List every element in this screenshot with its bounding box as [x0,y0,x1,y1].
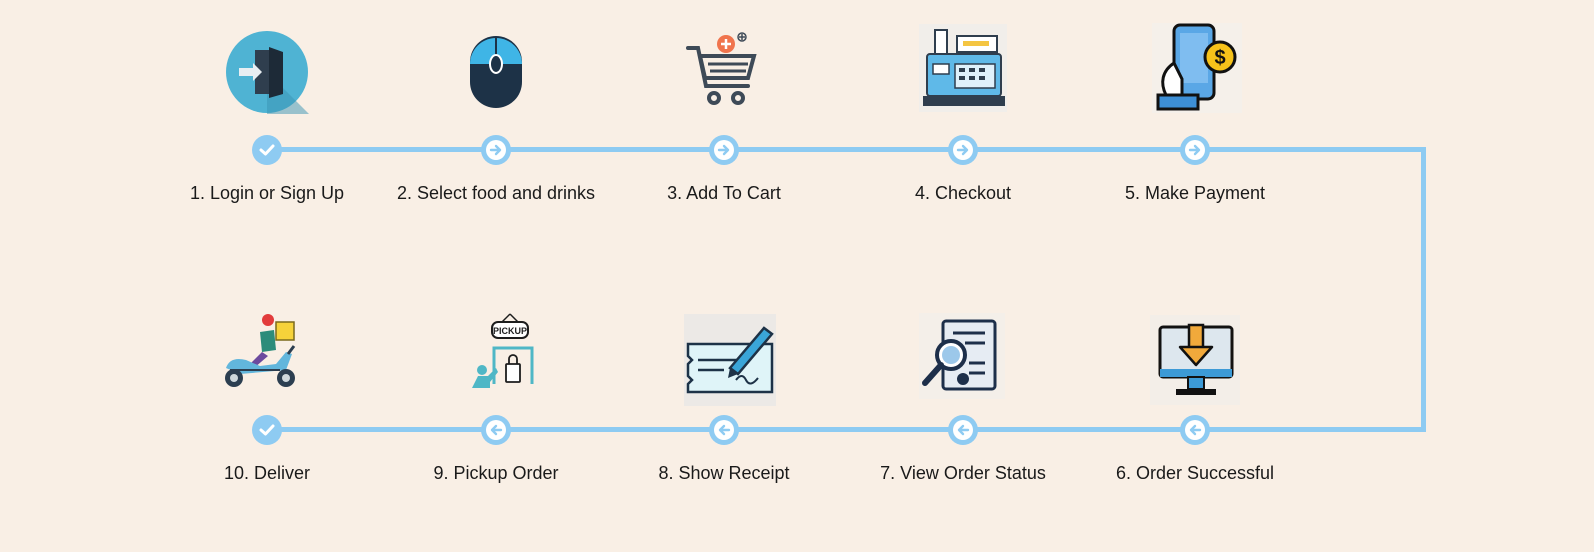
step-node-1 [252,135,282,165]
step-label-7: 7. View Order Status [880,463,1046,483]
step-node-2 [481,135,511,165]
step-node-10 [252,415,282,445]
step-label-9: 9. Pickup Order [433,463,559,483]
step-label-4: 4. Checkout [914,183,1012,203]
top-track [263,147,1426,152]
cart-icon [686,32,757,105]
arrow-right-icon [953,140,973,160]
step-label-8: 8. Show Receipt [658,463,790,483]
arrow-left-icon [714,420,734,440]
step-node-5 [1180,135,1210,165]
step-label-1: 1. Login or Sign Up [189,183,345,203]
mouse-icon [470,36,522,108]
download-monitor-icon [1150,315,1240,405]
right-connector [1421,147,1426,432]
check-icon [257,140,277,160]
step-label-3: 3. Add To Cart [667,183,781,203]
step-label-5: 5. Make Payment [1124,183,1266,203]
check-icon [257,420,277,440]
pickup-icon: PICKUP [472,313,534,388]
document-search-icon [919,313,1005,399]
login-door-icon [226,31,309,114]
step-node-8 [709,415,739,445]
step-node-9 [481,415,511,445]
step-label-2: 2. Select food and drinks [396,183,596,203]
arrow-right-icon [486,140,506,160]
bottom-track [263,427,1426,432]
arrow-left-icon [486,420,506,440]
svg-text:$: $ [1214,47,1225,69]
arrow-right-icon [714,140,734,160]
scooter-delivery-icon [225,314,296,387]
step-label-6: 6. Order Successful [1115,463,1275,483]
step-label-10: 10. Deliver [223,463,311,483]
cheque-pen-icon [684,314,776,406]
step-node-3 [709,135,739,165]
arrow-right-icon [1185,140,1205,160]
mobile-payment-icon: $ [1152,23,1242,113]
cash-register-icon [919,24,1007,112]
step-node-6 [1180,415,1210,445]
step-node-4 [948,135,978,165]
arrow-left-icon [1185,420,1205,440]
pickup-sign-text: PICKUP [493,326,527,336]
step-node-7 [948,415,978,445]
arrow-left-icon [953,420,973,440]
